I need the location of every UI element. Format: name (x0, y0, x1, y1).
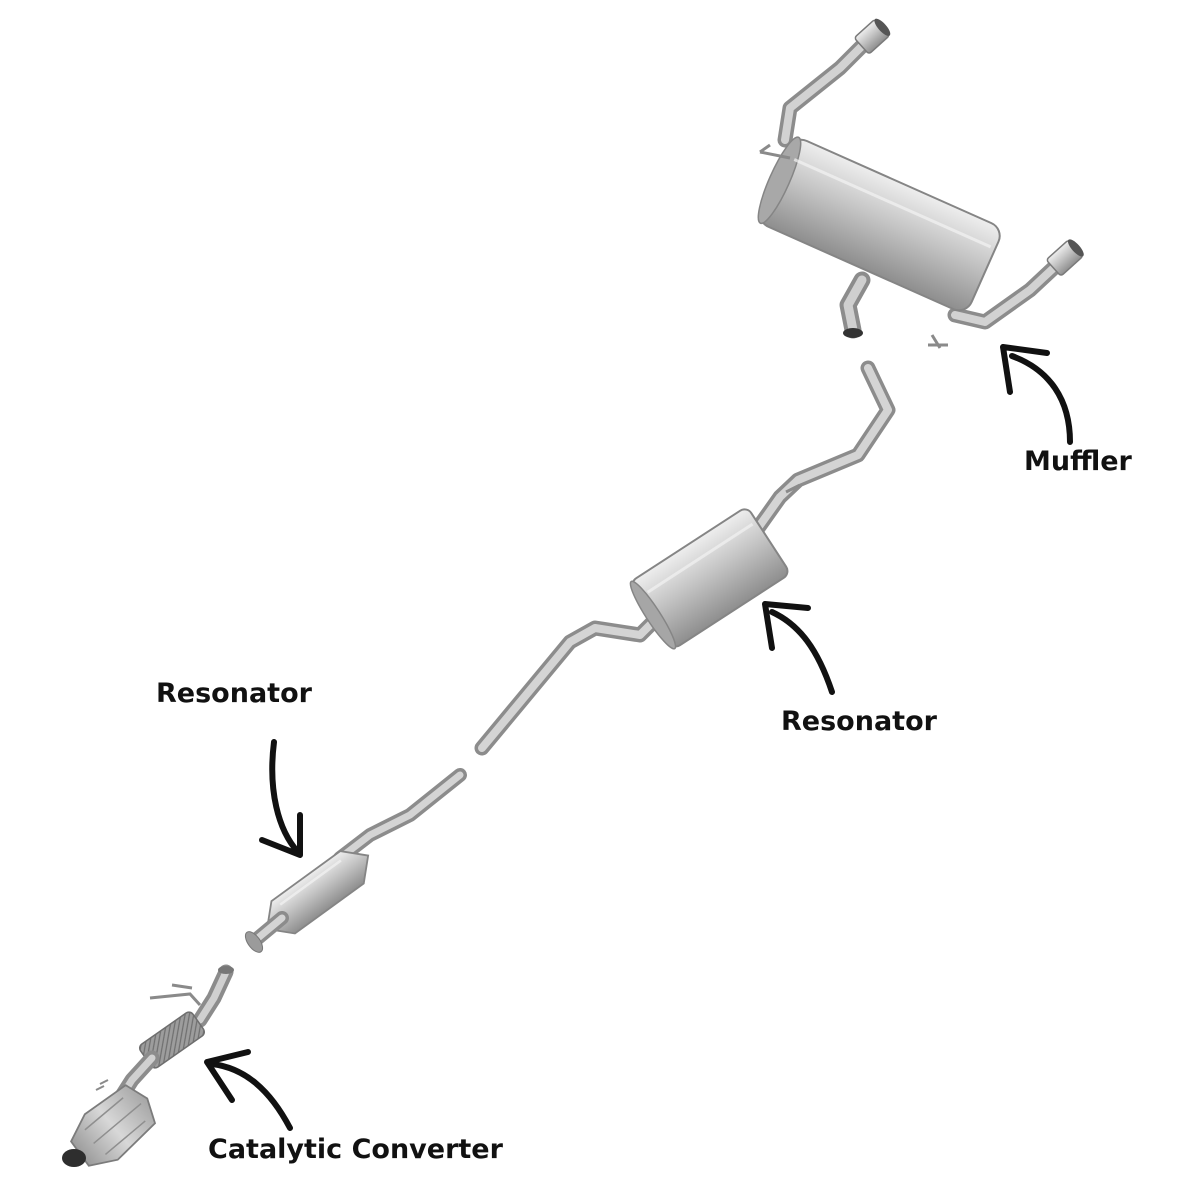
muffler-icon (757, 18, 1084, 349)
arrow-muffler-icon (1000, 344, 1073, 445)
arrow-catalytic-converter-icon (204, 1049, 293, 1131)
label-catalytic-converter: Catalytic Converter (208, 1134, 504, 1165)
intermediate-pipe-icon (750, 360, 896, 536)
label-rear-resonator: Resonator (781, 706, 938, 737)
label-muffler: Muffler (1024, 446, 1133, 477)
resonator-icon (474, 508, 789, 756)
arrow-front-resonator-icon (259, 739, 303, 858)
resonator-icon (244, 850, 370, 953)
front-pipe-icon (333, 768, 467, 865)
arrow-rear-resonator-icon (762, 601, 835, 695)
label-front-resonator: Resonator (156, 678, 313, 709)
catalytic-converter-icon (62, 964, 234, 1167)
